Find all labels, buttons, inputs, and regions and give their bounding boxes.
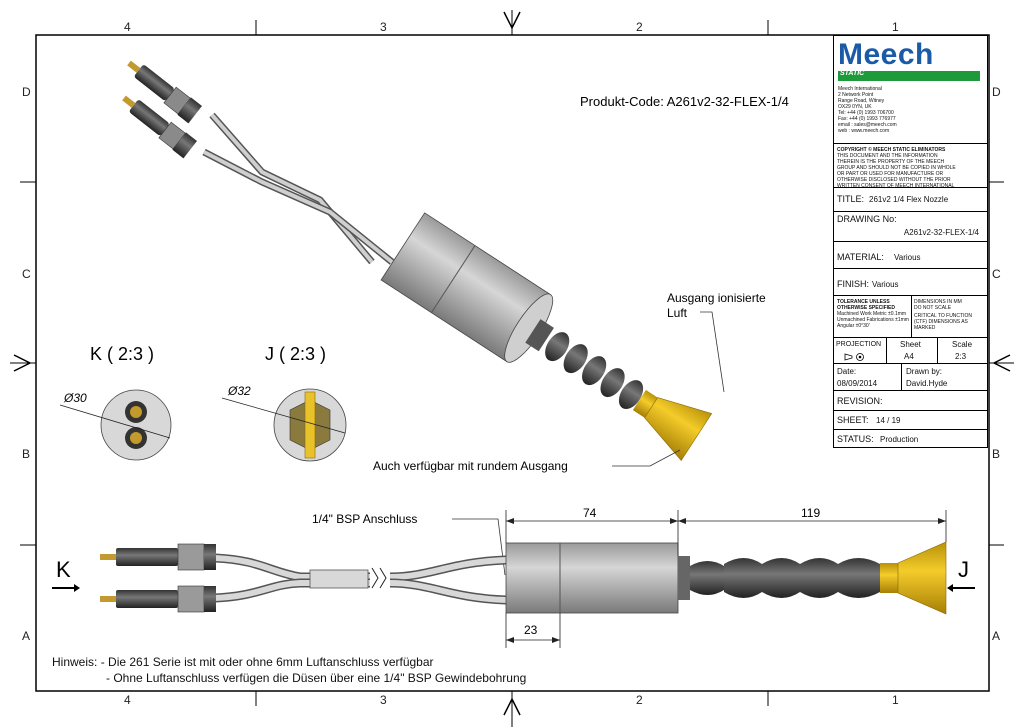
- zone-row-b-left: B: [22, 447, 30, 461]
- sheet-number-row: SHEET: 14 / 19: [834, 410, 987, 429]
- zone-col-4-top: 4: [124, 20, 131, 34]
- dim-nozzle-length: 119: [801, 506, 820, 520]
- notes-line-1: Hinweis: - Die 261 Serie ist mit oder oh…: [52, 655, 434, 669]
- zone-row-c-right: C: [992, 267, 1001, 281]
- drawn-by-value: David.Hyde: [906, 379, 948, 388]
- zone-row-d-right: D: [992, 85, 1001, 99]
- date-value: 08/09/2014: [837, 379, 878, 388]
- view-j-diameter: Ø32: [227, 384, 251, 398]
- copyright-row: COPYRIGHT © MEECH STATIC ELIMINATORS THI…: [834, 143, 987, 189]
- projection-icon: [844, 353, 864, 361]
- status-value: Production: [880, 435, 919, 444]
- material-row: MATERIAL: Various: [834, 241, 987, 268]
- notes-line-2: - Ohne Luftanschluss verfügen die Düsen …: [106, 671, 527, 685]
- sheet-number: 14 / 19: [876, 416, 901, 425]
- zone-row-a-right: A: [992, 629, 1000, 643]
- notes-text-1: - Die 261 Serie ist mit oder ohne 6mm Lu…: [100, 655, 434, 669]
- view-j-label: J ( 2:3 ): [265, 344, 326, 364]
- finish-value: Various: [872, 280, 899, 289]
- sheet-size: A4: [904, 352, 914, 361]
- view-j: [221, 388, 347, 462]
- centering-arrows: [13, 11, 1011, 716]
- zone-col-2-top: 2: [636, 20, 643, 34]
- zone-col-3-bottom: 3: [380, 693, 387, 707]
- view-k-label: K ( 2:3 ): [90, 344, 154, 364]
- drawing-number: A261v2-32-FLEX-1/4: [903, 228, 979, 237]
- finish-row: FINISH: Various: [834, 268, 987, 295]
- date-row: Date: 08/09/2014 Drawn by: David.Hyde: [834, 363, 987, 390]
- zone-col-2-bottom: 2: [636, 693, 643, 707]
- dim-body-length: 74: [583, 506, 597, 520]
- dimension-lines: [505, 510, 947, 648]
- zone-col-4-bottom: 4: [124, 693, 131, 707]
- revision-row: REVISION:: [834, 390, 987, 410]
- logo-tag: STATIC: [840, 70, 865, 77]
- zone-row-b-right: B: [992, 447, 1000, 461]
- notes-prefix: Hinweis:: [52, 655, 98, 669]
- side-view: [100, 541, 947, 615]
- title-row: TITLE: 261v2 1/4 Flex Nozzle: [834, 187, 987, 211]
- view-k-diameter: Ø30: [63, 391, 87, 405]
- projection-row: PROJECTION Sheet A4 Scale 2:3: [834, 337, 987, 363]
- view-k: [59, 389, 172, 461]
- meech-logo: Meech: [838, 38, 934, 71]
- bsp-connection-callout: 1/4" BSP Anschluss: [312, 512, 417, 526]
- view-arrow-j: J: [958, 557, 969, 582]
- round-outlet-callout: Auch verfügbar mit rundem Ausgang: [373, 459, 568, 473]
- dim-front-length: 23: [524, 623, 538, 637]
- zone-row-d-left: D: [22, 85, 31, 99]
- tolerance-row: TOLERANCE UNLESS OTHERWISE SPECIFIED Mac…: [834, 295, 987, 337]
- logo-bar: [838, 71, 980, 81]
- zone-col-1-top: 1: [892, 20, 899, 34]
- zone-row-a-left: A: [22, 629, 30, 643]
- product-code: Produkt-Code: A261v2-32-FLEX-1/4: [580, 94, 789, 109]
- drawing-number-row: DRAWING No: A261v2-32-FLEX-1/4: [834, 211, 987, 241]
- outlet-callout-line2: Luft: [667, 306, 688, 320]
- zone-row-c-left: C: [22, 267, 31, 281]
- outlet-callout: Ausgang ionisierte: [667, 291, 766, 305]
- zone-col-3-top: 3: [380, 20, 387, 34]
- material-value: Various: [894, 253, 921, 262]
- drawing-title: 261v2 1/4 Flex Nozzle: [869, 195, 949, 204]
- view-arrow-k: K: [56, 557, 71, 582]
- isometric-view: [122, 60, 713, 462]
- zone-ticks: [10, 10, 1014, 727]
- zone-col-1-bottom: 1: [892, 693, 899, 707]
- status-row: STATUS: Production: [834, 429, 987, 448]
- scale-value: 2:3: [955, 352, 967, 361]
